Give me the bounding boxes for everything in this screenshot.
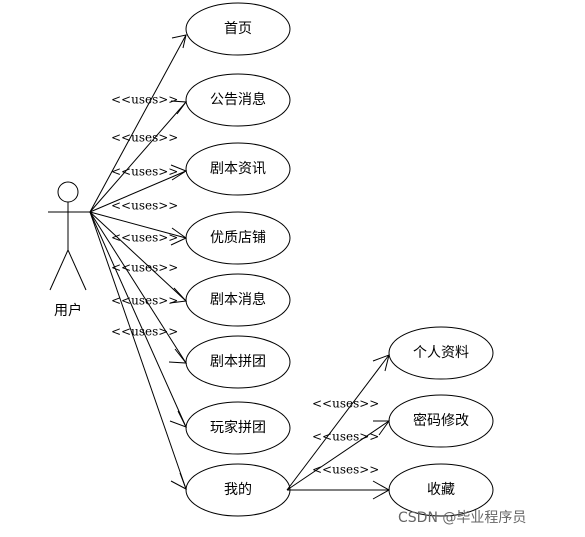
actor-leg-left — [49, 249, 69, 291]
arrowhead-7 — [169, 410, 188, 428]
use-case-script-news: 剧本资讯 — [185, 142, 291, 196]
assoc-line-2 — [89, 101, 187, 213]
use-case-mine: 我的 — [185, 463, 291, 517]
use-case-announcement-label: 公告消息 — [210, 91, 266, 108]
assoc-line-1 — [89, 34, 187, 213]
uses-label: <<uses>> — [111, 165, 178, 179]
use-case-mine-label: 我的 — [224, 482, 252, 498]
arrowhead-1 — [171, 34, 187, 49]
main-use-cases: 首页 公告消息 剧本资讯 优质店铺 剧本消息 剧本拼团 — [185, 2, 291, 517]
use-case-profile-label: 个人资料 — [413, 345, 469, 361]
use-case-password-label: 密码修改 — [413, 412, 469, 429]
use-case-script-news-label: 剧本资讯 — [210, 161, 266, 177]
association-lines — [89, 34, 390, 491]
assoc-line-5 — [89, 211, 187, 302]
use-case-announcement: 公告消息 — [185, 73, 291, 127]
actor-head — [57, 181, 79, 203]
use-case-script-message-label: 剧本消息 — [210, 291, 266, 308]
uses-label: <<uses>> — [312, 430, 379, 444]
use-case-quality-store: 优质店铺 — [185, 211, 291, 265]
assoc-line-8 — [89, 211, 187, 490]
uses-label: <<uses>> — [111, 131, 178, 145]
uses-label: <<uses>> — [111, 231, 178, 245]
actor-user: 用户 — [48, 181, 90, 319]
use-case-script-message: 剧本消息 — [185, 273, 291, 327]
uses-label: <<uses>> — [111, 199, 178, 213]
assoc-line-10 — [286, 420, 390, 491]
assoc-line-7 — [89, 211, 187, 428]
use-case-script-group: 剧本拼团 — [185, 335, 291, 389]
watermark: CSDN @毕业程序员 — [398, 510, 527, 526]
uses-label: <<uses>> — [312, 463, 379, 477]
actor-leg-right — [67, 249, 87, 291]
uses-label: <<uses>> — [111, 261, 178, 275]
use-case-script-group-label: 剧本拼团 — [210, 354, 266, 370]
uses-label: <<uses>> — [111, 325, 178, 339]
stereotype-labels: <<uses>> <<uses>> <<uses>> <<uses>> <<us… — [111, 93, 379, 477]
assoc-line-4 — [89, 211, 187, 239]
use-case-quality-store-label: 优质店铺 — [210, 230, 266, 246]
uses-label: <<uses>> — [312, 397, 379, 411]
use-case-favorite-label: 收藏 — [427, 482, 455, 498]
use-case-favorite: 收藏 — [388, 463, 494, 517]
use-case-player-group-label: 玩家拼团 — [210, 419, 266, 436]
use-case-profile: 个人资料 — [388, 326, 494, 380]
sub-use-cases: 个人资料 密码修改 收藏 — [388, 326, 494, 517]
use-case-player-group: 玩家拼团 — [185, 401, 291, 455]
use-case-home-label: 首页 — [224, 21, 252, 37]
use-case-home: 首页 — [185, 2, 291, 56]
uses-label: <<uses>> — [111, 294, 178, 308]
assoc-line-6 — [89, 211, 187, 364]
use-case-password: 密码修改 — [388, 394, 494, 448]
assoc-line-9 — [286, 354, 390, 491]
arrowhead-6 — [168, 348, 188, 364]
assoc-line-3 — [89, 170, 187, 213]
actor-label: 用户 — [54, 302, 82, 319]
uses-label: <<uses>> — [111, 93, 178, 107]
